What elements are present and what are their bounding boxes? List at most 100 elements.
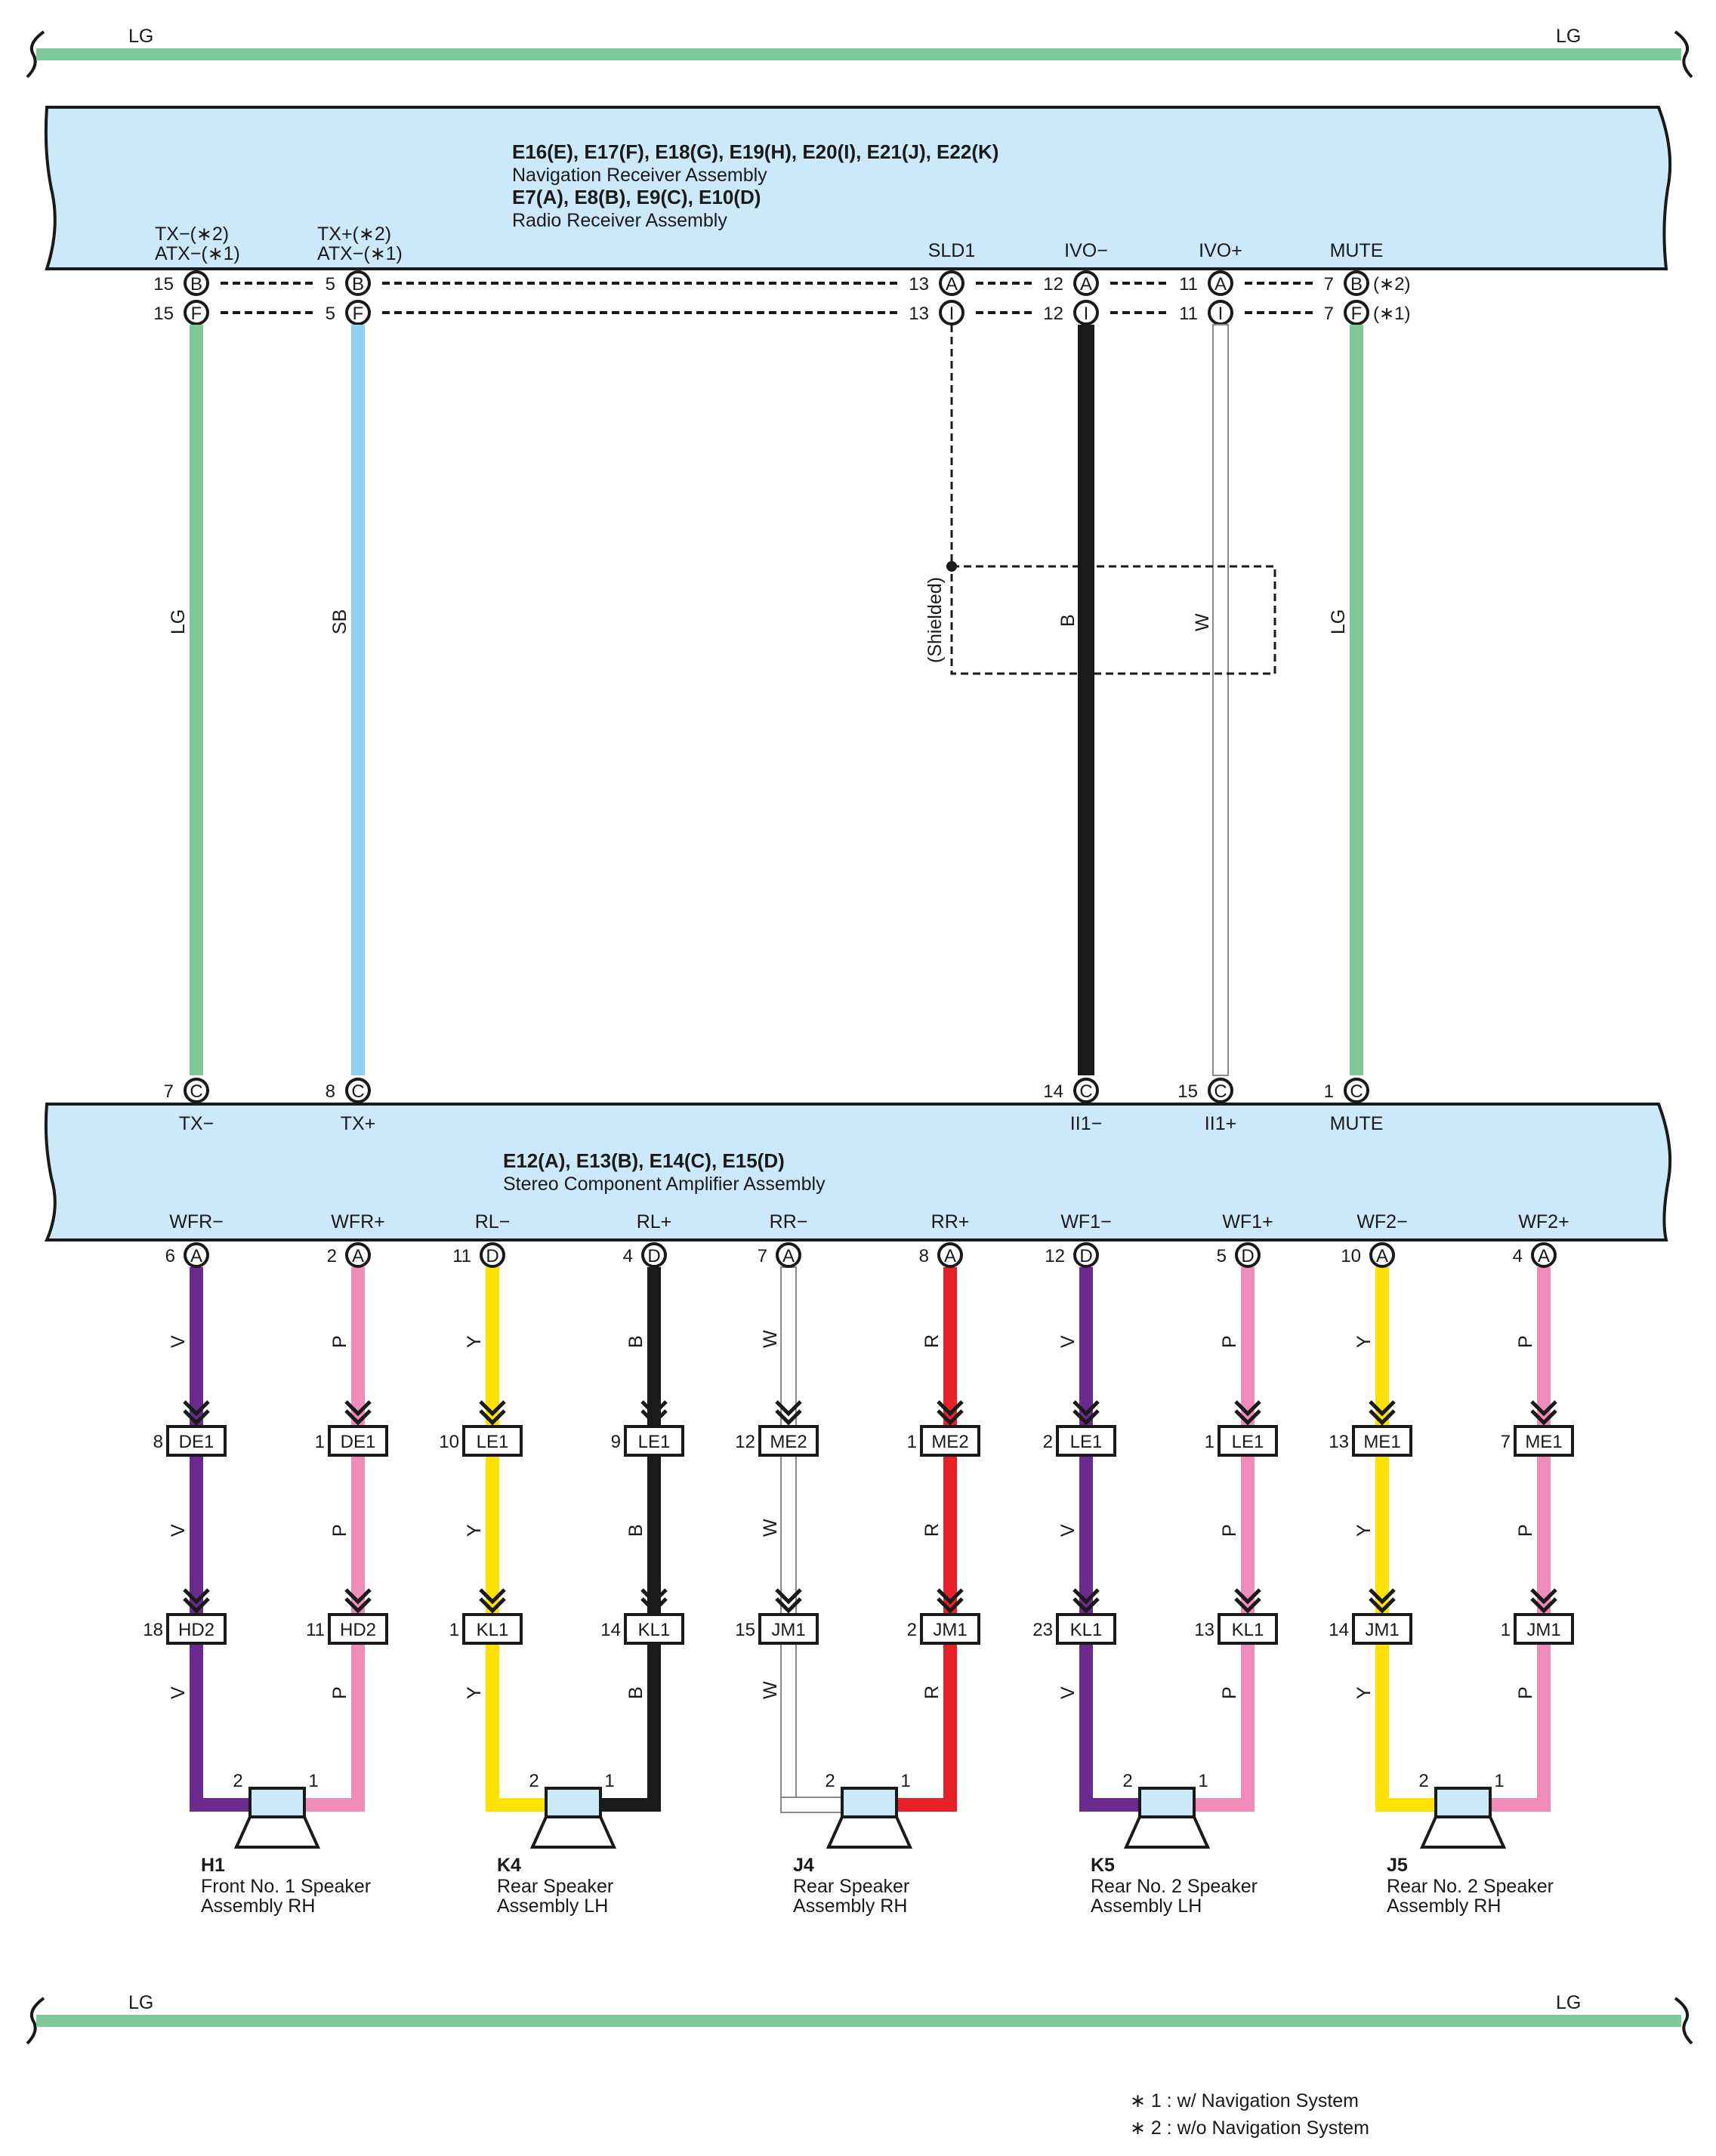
junction-pin-number: 12 xyxy=(735,1432,755,1452)
terminal-mute: MUTE xyxy=(1330,240,1384,261)
amp-output-pin xyxy=(184,1242,209,1268)
pin-connector: A xyxy=(1080,274,1092,295)
pin-connector: A xyxy=(1538,1246,1550,1266)
terminal-ivo-minus: IVO− xyxy=(1064,240,1108,261)
junction-pin-number: 1 xyxy=(449,1620,459,1640)
junction-code: LE1 xyxy=(1070,1432,1103,1452)
pin-connector: A xyxy=(946,274,958,295)
speaker-code: H1 xyxy=(201,1855,225,1876)
pin-number: 7 xyxy=(164,1081,174,1102)
speaker-name: Rear No. 2 Speaker xyxy=(1387,1876,1554,1897)
junction-code: LE1 xyxy=(477,1432,509,1452)
amp-output-pin xyxy=(1369,1242,1395,1268)
junction-pin-number: 8 xyxy=(153,1432,163,1452)
wire-label: Y xyxy=(464,1335,485,1348)
bottom-bus: LG LG xyxy=(26,1992,1693,2045)
pin-dashed-links xyxy=(221,282,1313,314)
wire-label: P xyxy=(1515,1524,1536,1537)
wire-label: P xyxy=(329,1335,350,1348)
mute-note-2: (∗2) xyxy=(1373,274,1410,295)
wire-label: V xyxy=(1057,1524,1079,1537)
wire-label: B xyxy=(625,1524,647,1537)
junction-connector xyxy=(166,1613,227,1645)
chevron-icon xyxy=(1072,1409,1100,1426)
chevron-icon xyxy=(937,1597,964,1614)
pin-connector: A xyxy=(190,1246,202,1266)
amp-output-pin xyxy=(1073,1242,1099,1268)
wire-label: Y xyxy=(464,1524,485,1537)
junction-connector xyxy=(462,1425,523,1457)
chevron-icon xyxy=(344,1597,372,1614)
speaker-name: Rear Speaker xyxy=(793,1876,909,1897)
junction-connector xyxy=(624,1613,684,1645)
pin-connector: A xyxy=(944,1246,956,1266)
amplifier-assembly: TX− TX+ II1− II1+ MUTE E12(A), E13(B), E… xyxy=(44,1103,1672,1241)
wire-label: R xyxy=(921,1334,943,1348)
amplifier-name: Stereo Component Amplifier Assembly xyxy=(503,1174,826,1195)
pin-number: 15 xyxy=(153,304,174,324)
amp-output-pin xyxy=(1531,1242,1557,1268)
speaker-code: K4 xyxy=(497,1855,521,1876)
pin-number: 6 xyxy=(165,1246,175,1266)
top-bus-right-label: LG xyxy=(1556,26,1581,47)
pin-number: 10 xyxy=(1341,1246,1361,1266)
pin-number: 12 xyxy=(1043,304,1063,324)
pin-connector: D xyxy=(647,1246,660,1266)
wire-segment xyxy=(780,1454,797,1616)
chevron-icon xyxy=(344,1588,372,1605)
pin-number: 5 xyxy=(326,274,335,295)
wire-label: P xyxy=(1515,1335,1536,1348)
wire-label: LG xyxy=(1328,609,1349,634)
pin-connector: A xyxy=(782,1246,795,1266)
pin-number: 4 xyxy=(623,1246,633,1266)
junction-pin-number: 1 xyxy=(907,1432,917,1452)
wire-label: B xyxy=(625,1686,647,1699)
speaker-code: K5 xyxy=(1091,1855,1115,1876)
junction-code: JM1 xyxy=(1526,1620,1560,1640)
pin-connector: F xyxy=(191,304,202,324)
wire-label: Y xyxy=(464,1686,485,1699)
pin-connector: F xyxy=(353,304,364,324)
chevron-icon xyxy=(1234,1597,1261,1614)
footnote-1: ∗ 1 : w/ Navigation System xyxy=(1130,2090,1359,2111)
junction-code: DE1 xyxy=(179,1432,214,1452)
pin-number: 15 xyxy=(153,274,174,295)
wire-segment xyxy=(1079,1798,1140,1812)
wire-label: Y xyxy=(1353,1335,1375,1348)
wire-label: P xyxy=(329,1686,350,1699)
pin-number: 8 xyxy=(919,1246,929,1266)
terminal-sld1: SLD1 xyxy=(928,240,976,261)
wire-label: R xyxy=(921,1686,943,1699)
wire-segment xyxy=(780,1266,797,1428)
speaker-icon xyxy=(1434,1787,1492,1818)
junction-pin-number: 13 xyxy=(1329,1432,1349,1452)
wire-segment xyxy=(897,1798,957,1812)
junction-pin-number: 1 xyxy=(315,1432,325,1452)
amp-output-pin xyxy=(641,1242,667,1268)
receiver-pins: B 15 B 5 A 13 A 12 A 11 B 7 (∗2) F 15 F … xyxy=(153,270,1410,325)
wire-label: LG xyxy=(168,609,189,634)
junction-code: LE1 xyxy=(638,1432,671,1452)
chevron-icon xyxy=(183,1588,210,1605)
junction-code: JM1 xyxy=(933,1620,967,1640)
receiver-name-radio: Radio Receiver Assembly xyxy=(512,210,727,231)
shield-junction xyxy=(946,561,957,572)
chevron-icon xyxy=(1072,1597,1100,1614)
amp-output-terminal: RR+ xyxy=(931,1211,970,1232)
chevron-icon xyxy=(937,1588,964,1605)
amp-terminal-ii1-plus: II1+ xyxy=(1205,1113,1236,1134)
wire-segment xyxy=(1194,1798,1255,1812)
chevron-icon xyxy=(183,1409,210,1426)
wire-label: Y xyxy=(1353,1686,1375,1699)
junction-connector xyxy=(758,1613,819,1645)
wire-label: Y xyxy=(1353,1524,1375,1537)
junction-pin-number: 23 xyxy=(1032,1620,1053,1640)
pin-number: 1 xyxy=(1324,1081,1334,1102)
wire-segment xyxy=(190,1798,250,1812)
